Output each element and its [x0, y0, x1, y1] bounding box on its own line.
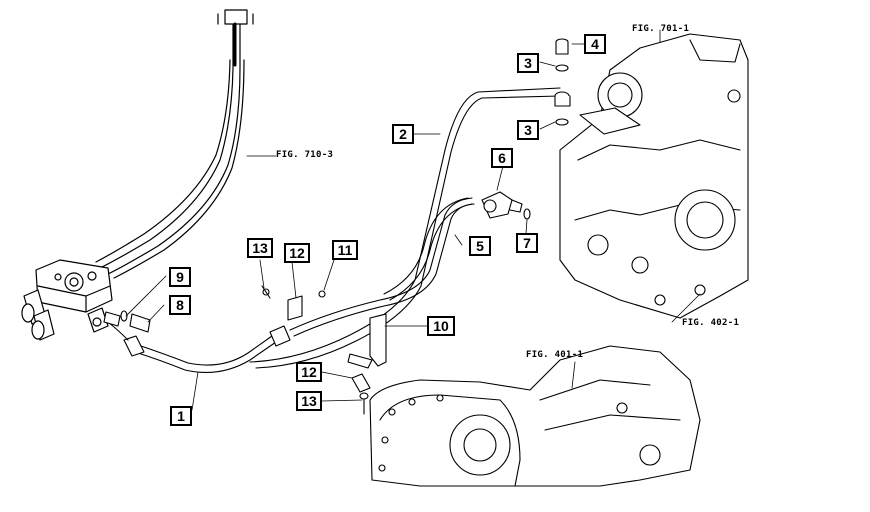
elbow-and-pipe-5 [383, 191, 531, 301]
fittings-8-9 [103, 310, 151, 333]
callout-7: 7 [516, 233, 538, 253]
callout-4: 4 [584, 34, 606, 54]
banjo-fitting-assembly [554, 38, 571, 126]
fig-ref-710-3: FIG. 710-3 [276, 150, 334, 160]
callout-6: 6 [491, 148, 513, 168]
callout-13-upper: 13 [247, 238, 273, 258]
fig-ref-701-1: FIG. 701-1 [632, 24, 690, 34]
fig-ref-402-1: FIG. 402-1 [682, 318, 740, 328]
transmission-case-upper [559, 33, 749, 319]
pipe-2 [249, 87, 561, 369]
fig-ref-401-1: FIG. 401-1 [526, 350, 584, 360]
callout-8: 8 [169, 295, 191, 315]
callout-2: 2 [392, 124, 414, 144]
callout-12-lower: 12 [296, 362, 322, 382]
callout-3-lower: 3 [517, 120, 539, 140]
bracket-assembly [261, 285, 387, 415]
callout-10: 10 [427, 316, 455, 336]
callout-5: 5 [469, 236, 491, 256]
callout-9: 9 [169, 267, 191, 287]
transmission-housing-lower [369, 345, 701, 487]
leader-lines [125, 29, 701, 411]
callout-12-upper: 12 [284, 243, 310, 263]
control-valve-block [21, 259, 113, 341]
pipe-1 [107, 197, 475, 373]
control-cable-assembly [95, 9, 277, 279]
callout-3-upper: 3 [517, 53, 539, 73]
callout-11: 11 [332, 240, 358, 260]
callout-13-lower: 13 [296, 391, 322, 411]
callout-1: 1 [170, 406, 192, 426]
